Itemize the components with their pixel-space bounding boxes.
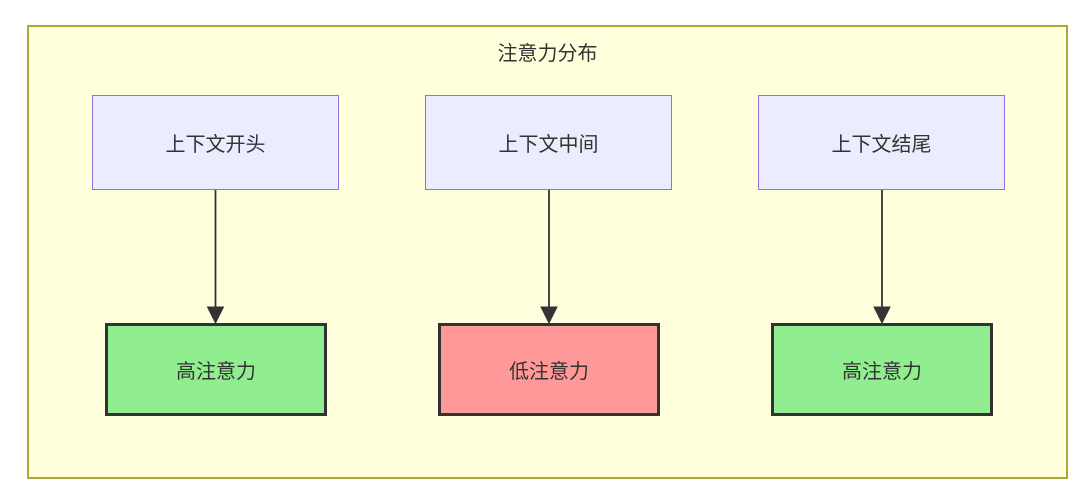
node-high-attention-end: 高注意力 xyxy=(771,323,993,416)
node-low-attention-middle: 低注意力 xyxy=(438,323,660,416)
node-high-attention-start-label: 高注意力 xyxy=(176,361,256,383)
attention-distribution-subgraph: 注意力分布 上下文开头 上下文中间 上下文结尾 高注意力 低注意力 高注意力 xyxy=(27,25,1068,479)
node-context-end-label: 上下文结尾 xyxy=(831,134,932,156)
node-context-middle-label: 上下文中间 xyxy=(498,134,599,156)
node-low-attention-middle-label: 低注意力 xyxy=(509,361,589,383)
node-high-attention-end-label: 高注意力 xyxy=(842,361,922,383)
node-high-attention-start: 高注意力 xyxy=(105,323,327,416)
arrow-start-to-high xyxy=(206,190,225,325)
node-context-start-label: 上下文开头 xyxy=(165,134,266,156)
node-context-start: 上下文开头 xyxy=(92,95,339,190)
diagram-title: 注意力分布 xyxy=(497,43,598,65)
node-context-end: 上下文结尾 xyxy=(758,95,1005,190)
arrow-middle-to-low xyxy=(540,190,558,325)
node-context-middle: 上下文中间 xyxy=(425,95,672,190)
arrow-end-to-high xyxy=(873,190,891,325)
